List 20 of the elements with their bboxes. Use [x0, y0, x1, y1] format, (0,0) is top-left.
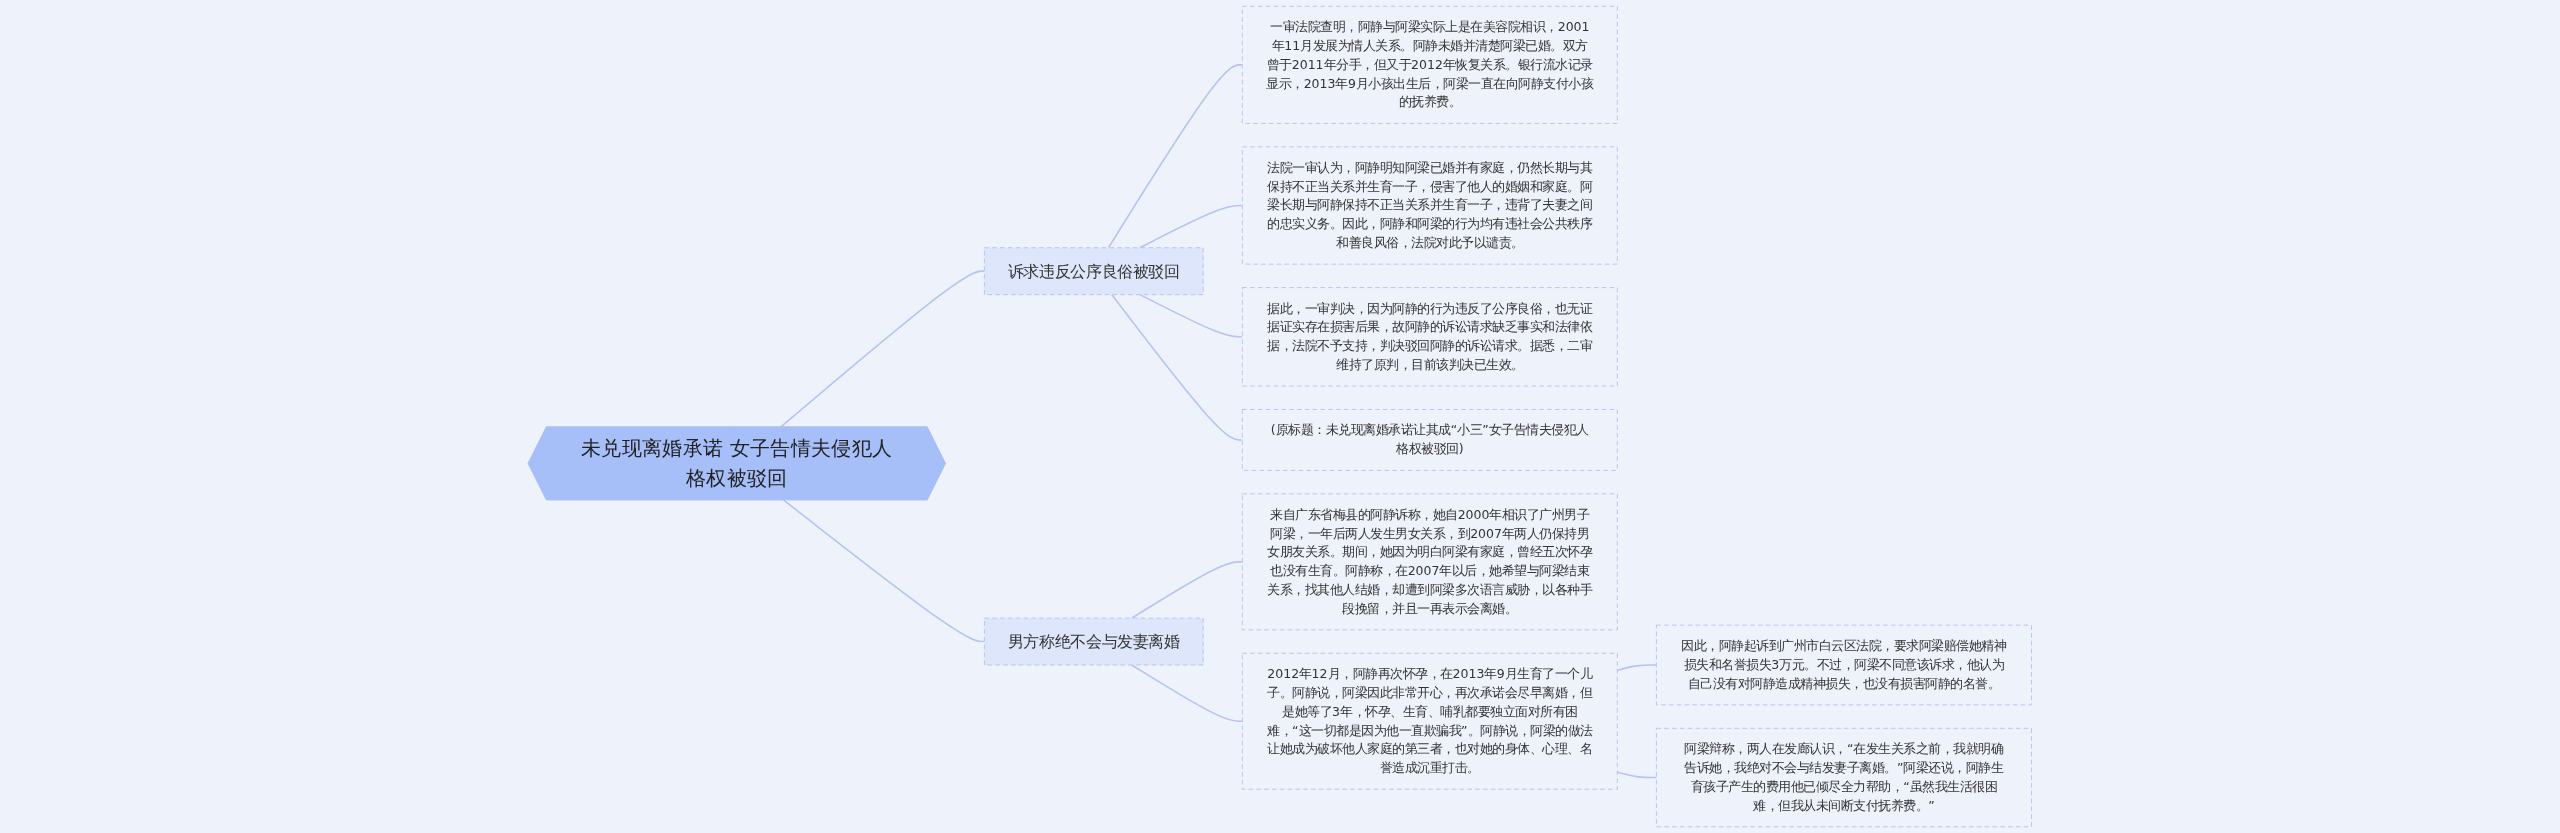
- node-box: 诉求违反公序良俗被驳回: [984, 247, 1204, 295]
- node-box: 一审法院查明，阿静与阿梁实际上是在美容院相识，2001年11月发展为情人关系。阿静未婚并清楚阿梁已婚。双方曾于2011年分手，但又于2012年恢复关系。银行流水记录显示，2013年9月小孩出生后，阿梁一直在向阿静支付小孩的抚养费。: [1242, 5, 1618, 124]
- connector: [1131, 664, 1244, 723]
- connector: [1616, 664, 1658, 672]
- node-box: 男方称绝不会与发妻离婚: [984, 617, 1204, 666]
- connector: [1139, 293, 1244, 338]
- node-box: 2012年12月，阿静再次怀孕，在2013年9月生育了一个儿子。阿静说，阿梁因此非常开心，再次承诺会尽早离婚，但是她等了3年，怀孕、生育、哺乳都要独立面对所有困难，“这一切都是因为他一直欺骗我”。阿静说，阿梁的做法让她成为破坏他人家庭的第三者，也对她的身体、心理、名誉造成沉重打击。: [1242, 652, 1618, 790]
- node-box: (原标题：未兑现离婚承诺让其成“小三”女子告情夫侵犯人格权被驳回): [1242, 409, 1618, 471]
- node-box: 法院一审认为，阿静明知阿梁已婚并有家庭，仍然长期与其保持不正当关系并生育一子，侵害了他人的婚姻和家庭。阿梁长期与阿静保持不正当关系并生育一子，违背了夫妻之间的忠实义务。因此，阿静和阿梁的行为均有违社会公共秩序和善良风俗，法院对此予以谴责。: [1242, 146, 1618, 265]
- node-box: 阿梁辩称，两人在发廊认识，“在发生关系之前，我就明确告诉她，我绝对不会与结发妻子离婚。”阿梁还说，阿静生育孩子产生的费用他已倾尽全力帮助，“虽然我生活很困难，但我从未间断支付抚养费。”: [1656, 727, 2033, 828]
- connector: [1107, 64, 1244, 249]
- connector: [783, 499, 986, 643]
- node-box: 据此，一审判决，因为阿静的行为违反了公序良俗，也无证据证实存在损害后果，故阿静的诉讼请求缺乏事实和法律依据，法院不予支持，判决驳回阿静的诉讼请求。据悉，二审维持了原判，目前该判决已生效。: [1242, 287, 1618, 387]
- connector: [779, 270, 986, 429]
- connector: [1131, 561, 1244, 619]
- connector: [1111, 293, 1244, 441]
- connector: [1139, 204, 1244, 249]
- node-box: 因此，阿静起诉到广州市白云区法院，要求阿梁赔偿她精神损失和名誉损失3万元。不过，阿梁不同意该诉求，他认为自己没有对阿静造成精神损失，也没有损害阿静的名誉。: [1656, 624, 2033, 706]
- node-box: 来自广东省梅县的阿静诉称，她自2000年相识了广州男子阿梁，一年后两人发生男女关系，到2007年两人仍保持男女朋友关系。期间，她因为明白阿梁有家庭，曾经五次怀孕也没有生育。阿静称，在2007年以后，她希望与阿梁结束关系，找其他人结婚，却遭到阿梁多次语言威胁，以各种手段挽留，并且一再表示会离婚。: [1242, 493, 1618, 631]
- connector: [1616, 771, 1658, 779]
